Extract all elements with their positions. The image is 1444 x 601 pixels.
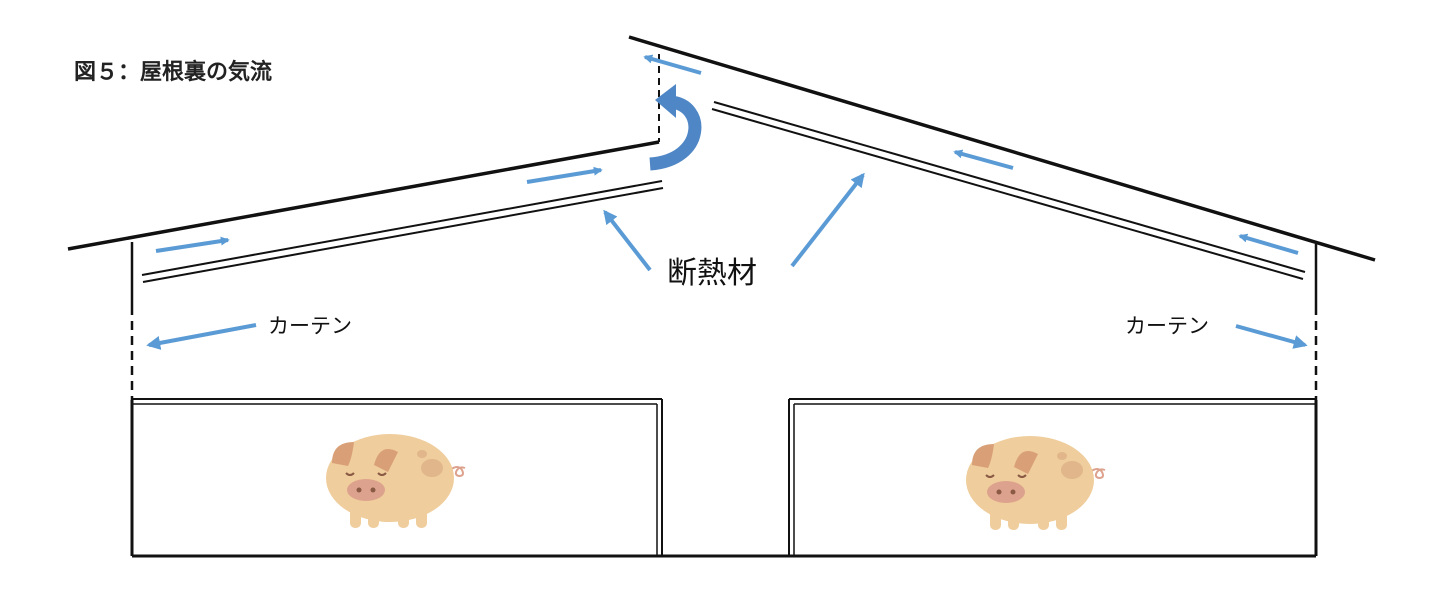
pig-icon [325,433,466,529]
right-roof-line [628,35,1376,262]
airflow-arrow-left-1 [155,236,230,253]
airflow-arrow-left-2 [526,166,603,184]
airflow-arrow-right-1 [953,149,1014,170]
insulation [141,101,1306,283]
curtain-arrow-left [146,323,257,350]
insulation-pointer-right [790,172,865,268]
left-insulation-top [141,180,663,276]
airflow-arrow-ridge-exit [643,54,702,75]
left-insulation-bottom [142,187,664,283]
curved-arrow-icon [649,84,702,171]
right-insulation-bottom [711,108,1304,280]
curtain-walls [130,242,1318,400]
curtain-label-right: カーテン [1125,314,1209,338]
airflow-arrows [146,54,1308,350]
diagram-title: 図５：屋根裏の気流 [74,59,272,85]
curtain-arrow-right [1235,324,1308,349]
left-roof-line [67,140,660,251]
right-insulation-top [713,101,1306,273]
airflow-arrow-right-2 [1238,233,1299,255]
insulation-pointer-left [603,209,652,272]
pens [130,398,1318,558]
curtain-label-left: カーテン [268,314,352,338]
pig-icon [965,435,1106,531]
roof [67,35,1376,262]
insulation-label: 断熱材 [667,256,757,291]
